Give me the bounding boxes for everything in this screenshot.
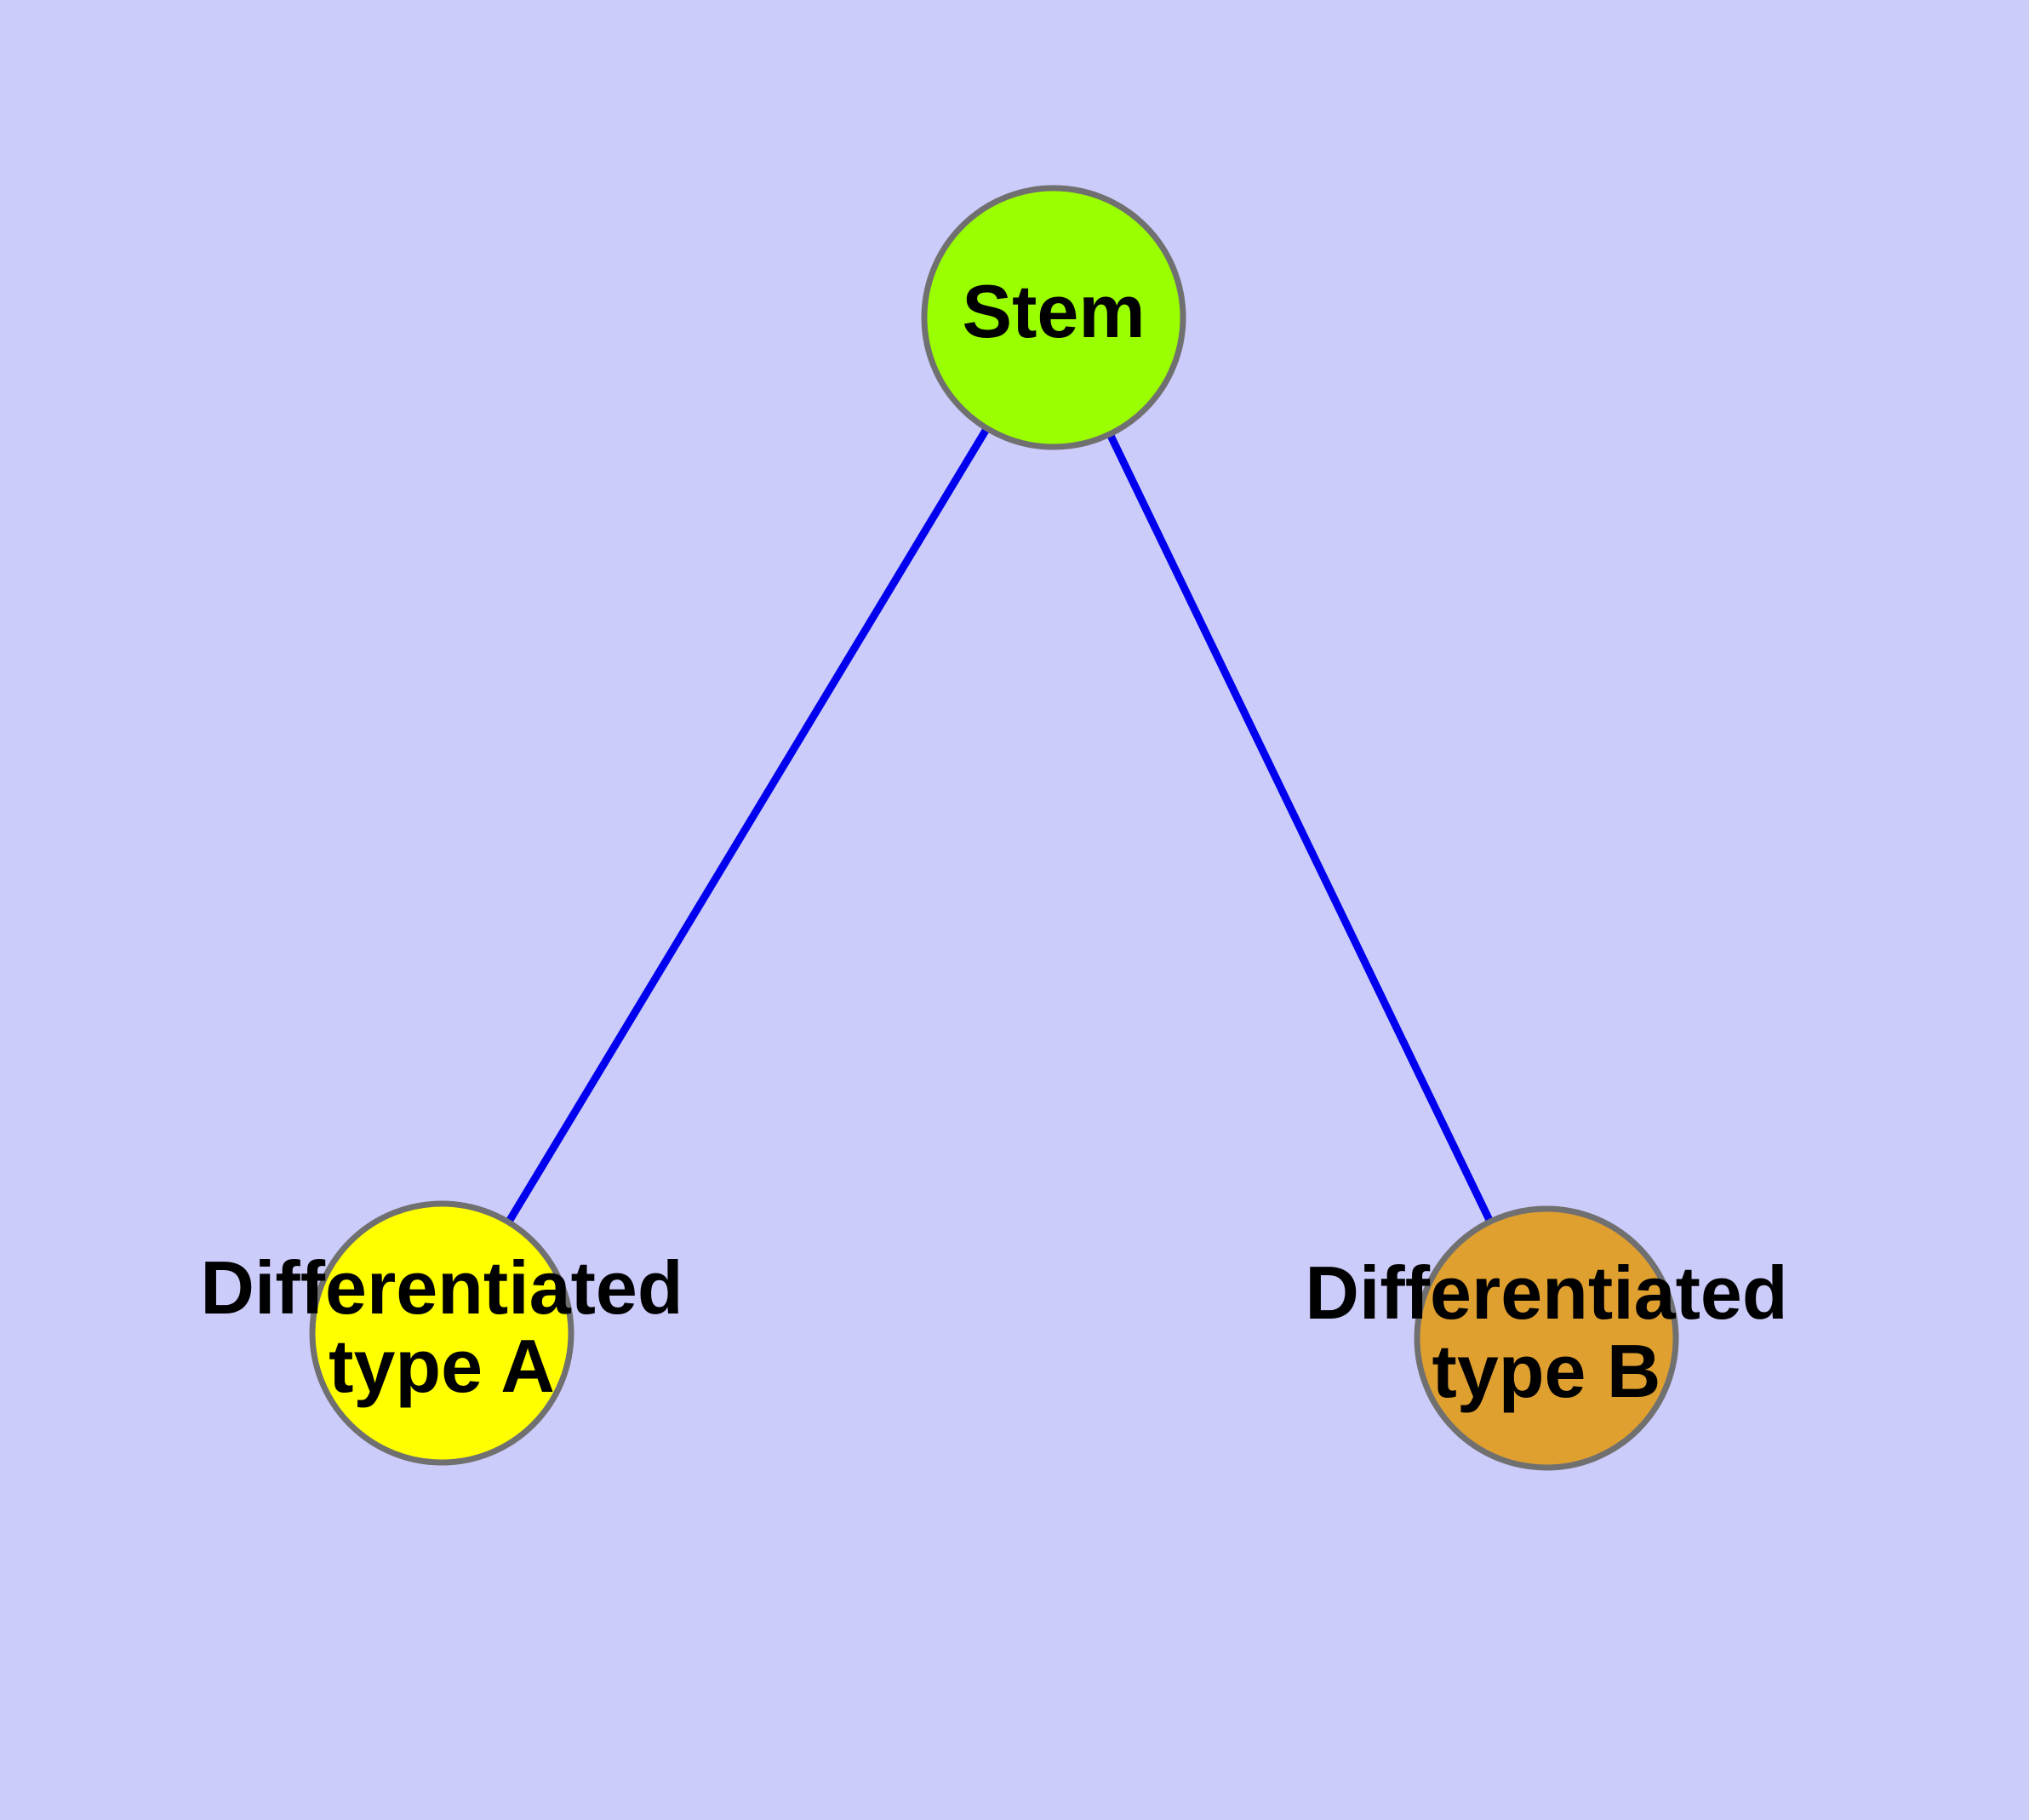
- node-stem[interactable]: [921, 185, 1186, 450]
- node-label-line: Differentiated: [1305, 1251, 1787, 1335]
- node-label-line: Stem: [962, 269, 1145, 353]
- node-diff_b[interactable]: [1414, 1205, 1679, 1471]
- node-label-line: type A: [329, 1324, 555, 1408]
- edge-stem-to-diff_b: [1049, 316, 1551, 1340]
- node-label-stem: Stem: [962, 269, 1145, 353]
- node-diff_a[interactable]: [309, 1200, 574, 1466]
- node-label-line: Differentiated: [200, 1245, 683, 1330]
- node-label-line: type B: [1432, 1329, 1661, 1413]
- edges-layer: [438, 315, 1551, 1340]
- edge-stem-to-diff_a: [438, 315, 1057, 1336]
